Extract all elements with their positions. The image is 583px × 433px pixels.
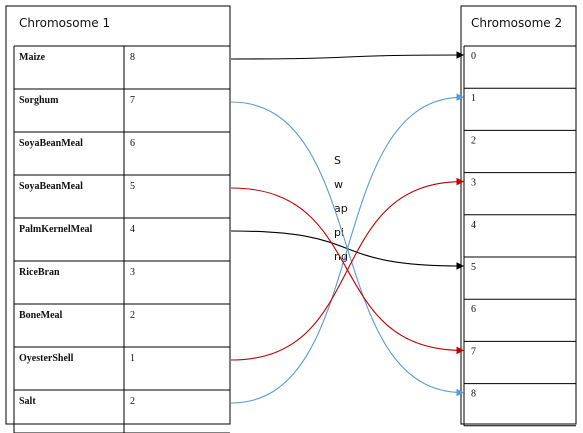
chromosome-1-title: Chromosome 1 [19, 16, 110, 30]
gene-value: 1 [471, 93, 476, 104]
gene-value: 6 [471, 304, 476, 315]
swap-label-fragment: pi [334, 226, 344, 239]
ingredient-value: 8 [130, 52, 135, 63]
swap-label-fragment: ap [334, 202, 348, 215]
ingredient-label: Salt [19, 396, 36, 407]
swap-arcs [230, 51, 465, 404]
ingredient-value: 6 [130, 138, 135, 149]
ingredient-label: OyesterShell [19, 353, 74, 364]
ingredient-label: PalmKernelMeal [19, 224, 93, 235]
gene-value: 8 [471, 389, 476, 400]
ingredient-label: Sorghum [19, 95, 59, 106]
swap-arrow [230, 51, 465, 60]
swap-label-fragment: ng [334, 250, 348, 263]
ingredient-value: 4 [130, 224, 135, 235]
gene-value: 5 [471, 262, 476, 273]
ingredient-value: 5 [130, 181, 135, 192]
ingredient-label: SoyaBeanMeal [19, 138, 83, 149]
ingredient-value: 2 [130, 396, 135, 407]
ingredient-label: SoyaBeanMeal [19, 181, 83, 192]
gene-value: 2 [471, 135, 476, 146]
ingredient-label: BoneMeal [19, 310, 63, 321]
swap-label-fragment: w [334, 178, 343, 191]
ingredient-label: RiceBran [19, 267, 60, 278]
swap-arrow [230, 101, 465, 397]
ingredient-value: 1 [130, 353, 135, 364]
chromosome-2-box: Chromosome 2 0 1 2 3 4 5 6 7 8 [460, 5, 577, 427]
gene-value: 0 [471, 51, 476, 62]
swap-arrow [230, 93, 465, 404]
swap-arrow [230, 177, 465, 361]
swap-arrow [230, 187, 465, 355]
swap-label-fragment: S [334, 154, 341, 167]
chromosome-2-title: Chromosome 2 [471, 16, 562, 30]
ingredient-value: 2 [130, 310, 135, 321]
ingredient-value: 3 [130, 267, 135, 278]
ingredient-label: Maize [19, 52, 46, 63]
ingredient-value: 7 [130, 95, 135, 106]
gene-value: 4 [471, 220, 476, 231]
gene-value: 3 [471, 178, 476, 189]
gene-value: 7 [471, 346, 476, 357]
